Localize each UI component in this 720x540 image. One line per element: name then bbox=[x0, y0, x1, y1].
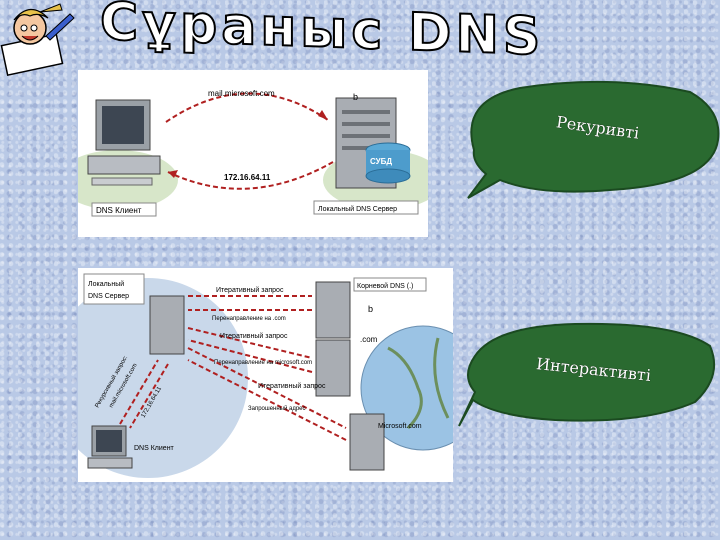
recursive-diagram-panel: СУБД b mail.microsoft.com 172.16.64.11 D… bbox=[58, 70, 443, 237]
database-icon bbox=[365, 142, 411, 184]
q3-label: Итеративный запрос bbox=[258, 382, 326, 390]
com-server-icon bbox=[315, 339, 351, 397]
recursive-diagram: СУБД b mail.microsoft.com 172.16.64.11 D… bbox=[58, 89, 443, 217]
q3-sub-label: Запрошенный адрес bbox=[248, 405, 306, 412]
page-title: Сұраныс DNS bbox=[99, 0, 545, 68]
iterative-speech-bubble bbox=[458, 322, 716, 427]
client-computer-icon bbox=[87, 99, 161, 186]
server-label: Локальный DNS Сервер bbox=[318, 205, 397, 213]
response-arrow bbox=[167, 161, 334, 190]
db-label: СУБД bbox=[370, 157, 392, 166]
cartoon-boy-logo bbox=[0, 3, 75, 76]
iterative-diagram-panel: Локальный DNS Сервер Корневой DNS (.) .c… bbox=[48, 268, 486, 482]
q2-sub-label: Перенаправление на microsoft.com bbox=[214, 360, 312, 366]
answer-ip-label: 172.16.64.11 bbox=[224, 173, 271, 182]
ref-letter: b bbox=[353, 92, 358, 102]
microsoft-server-icon bbox=[349, 413, 385, 471]
q2-label: Итеративный запрос bbox=[220, 332, 288, 340]
local-dns-server-icon bbox=[149, 295, 185, 355]
client-label: DNS Клиент bbox=[96, 206, 142, 215]
client-label: DNS Клиент bbox=[134, 445, 175, 452]
query-host-label: mail.microsoft.com bbox=[208, 89, 275, 98]
com-label: .com bbox=[360, 335, 378, 344]
recursive-speech-bubble bbox=[467, 80, 720, 199]
client-computer-icon bbox=[87, 425, 133, 469]
root-dns-server-icon bbox=[315, 281, 351, 339]
iterative-diagram: Локальный DNS Сервер Корневой DNS (.) .c… bbox=[48, 273, 486, 478]
local-server-label-line2: DNS Сервер bbox=[88, 293, 129, 300]
microsoft-label: Microsoft.com bbox=[378, 423, 422, 430]
ref-letter: b bbox=[368, 304, 373, 314]
root-label: Корневой DNS (.) bbox=[357, 282, 413, 290]
q1-label: Итеративный запрос bbox=[216, 286, 284, 294]
q1-sub-label: Перенаправление на .com bbox=[212, 316, 286, 322]
local-server-label-line1: Локальный bbox=[88, 280, 124, 288]
